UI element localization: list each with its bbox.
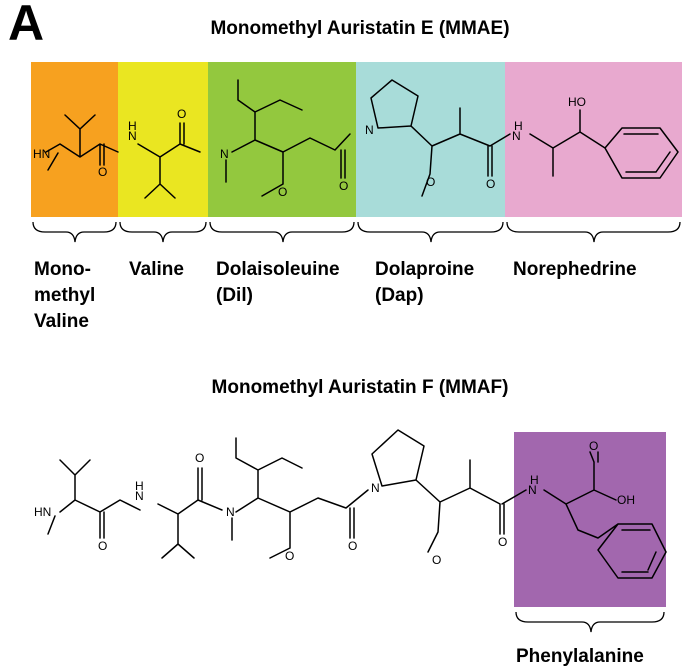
- mmaf-atom-o-6: O: [498, 535, 507, 549]
- brace-norephedrine: [506, 221, 681, 243]
- mmaf-atom-o-5: O: [432, 553, 441, 567]
- mmaf-atom-o-2: O: [195, 451, 204, 465]
- mmae-bonds: [45, 79, 679, 199]
- mmaf-atom-n-4: N: [371, 481, 380, 495]
- brace-monomethyl-valine: [32, 221, 117, 243]
- segment-label-valine: Valine: [129, 259, 184, 280]
- panel-letter: A: [8, 0, 44, 51]
- mmae-atom-o-3: O: [278, 185, 287, 199]
- mmae-atom-o-6: O: [486, 177, 495, 191]
- brace-dolaproine: [357, 221, 504, 243]
- mmae-structure: Monomethyl Auristatin E (MMAE) HN N H N …: [31, 18, 682, 332]
- mmaf-atom-o-1: O: [98, 539, 107, 553]
- mmae-atom-o-4: O: [339, 179, 348, 193]
- segment-label-dolaproine: Dolaproine (Dap): [375, 259, 480, 306]
- segment-label-norephedrine: Norephedrine: [513, 259, 637, 280]
- segment-box-dolaisoleuine: [208, 62, 356, 217]
- segment-box-dolaproine: [356, 62, 505, 217]
- mmae-atom-h-2: H: [128, 119, 137, 133]
- mmaf-atom-oh: OH: [617, 493, 635, 507]
- mmae-atom-n-3: N: [220, 147, 229, 161]
- mmae-atom-o-5: O: [426, 175, 435, 189]
- mmae-title: Monomethyl Auristatin E (MMAE): [210, 18, 509, 39]
- segment-box-monomethyl-valine: [31, 62, 118, 217]
- mmae-atom-n-4: N: [365, 123, 374, 137]
- mmae-atom-nh-1: HN: [33, 147, 50, 161]
- mmaf-atom-o-acid: O: [589, 439, 598, 453]
- mmaf-bonds: [47, 429, 667, 579]
- mmaf-atom-o-3: O: [285, 549, 294, 563]
- mmaf-title: Monomethyl Auristatin F (MMAF): [212, 377, 509, 398]
- mmae-atom-h-5: H: [514, 119, 523, 133]
- segment-box-phenylalanine: [514, 432, 666, 607]
- segment-box-norephedrine: [505, 62, 682, 217]
- mmae-atom-n-5: N: [512, 129, 521, 143]
- mmaf-atom-o-4: O: [348, 539, 357, 553]
- mmaf-atom-n-5: N: [528, 483, 537, 497]
- mmaf-atom-h-2: H: [135, 479, 144, 493]
- mmae-atom-oh: HO: [568, 95, 586, 109]
- mmae-atom-o-2: O: [177, 107, 186, 121]
- mmaf-atom-n-3: N: [226, 505, 235, 519]
- mmae-atom-n-2: N: [128, 129, 137, 143]
- segment-label-monomethyl-valine: Mono- methyl Valine: [34, 259, 101, 332]
- segment-label-dolaisoleuine: Dolaisoleuine (Dil): [216, 259, 345, 306]
- brace-valine: [119, 221, 207, 243]
- segment-label-phenylalanine: Phenylalanine: [516, 646, 644, 667]
- mmaf-atom-n-2: N: [135, 489, 144, 503]
- mmaf-atom-nh-1: HN: [34, 505, 51, 519]
- mmae-atom-o-1: O: [98, 165, 107, 179]
- brace-phenylalanine: [515, 611, 665, 633]
- mmaf-structure: Monomethyl Auristatin F (MMAF) HN N H N …: [34, 377, 667, 667]
- brace-dolaisoleuine: [209, 221, 355, 243]
- mmaf-atom-h-5: H: [530, 473, 539, 487]
- segment-box-valine: [118, 62, 208, 217]
